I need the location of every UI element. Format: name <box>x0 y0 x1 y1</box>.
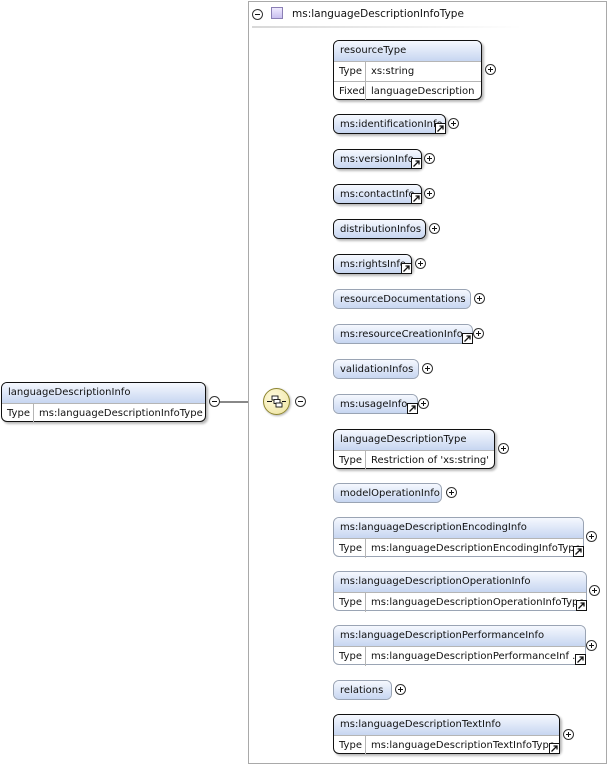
expand-icon[interactable] <box>422 363 433 374</box>
element-contact-info[interactable]: ms:contactInfo <box>333 184 422 204</box>
row-key: Type <box>334 451 366 470</box>
collapse-icon[interactable] <box>252 9 263 20</box>
row-value: ms:languageDescriptionTextInfoType <box>371 740 555 751</box>
element-name: relations <box>334 681 391 699</box>
element-usage-info[interactable]: ms:usageInfo <box>333 394 418 414</box>
row-key: Type <box>334 539 366 558</box>
type-row: Type Restriction of 'xs:string' <box>334 450 494 470</box>
element-language-description-performance-info[interactable]: ms:languageDescriptionPerformanceInfo Ty… <box>333 625 586 666</box>
element-validation-infos[interactable]: validationInfos <box>333 359 419 379</box>
row-key: Type <box>334 736 366 755</box>
row-value: ms:languageDescriptionOperationInfoType <box>371 597 585 608</box>
element-identification-info[interactable]: ms:identificationInfo <box>333 114 446 134</box>
element-name: ms:languageDescriptionOperationInfo <box>334 572 586 592</box>
expand-icon[interactable] <box>448 118 459 129</box>
reference-arrow-icon <box>407 403 418 414</box>
element-name: ms:contactInfo <box>334 185 421 203</box>
element-name: resourceDocumentations <box>334 290 470 308</box>
expand-icon[interactable] <box>415 258 426 269</box>
row-key: Type <box>334 62 366 81</box>
reference-arrow-icon <box>549 743 560 754</box>
header-divider <box>252 26 522 28</box>
expand-icon[interactable] <box>586 640 597 651</box>
element-name: ms:rightsInfo <box>334 255 411 273</box>
root-element-title: languageDescriptionInfo <box>2 383 205 403</box>
reference-arrow-icon <box>573 546 584 557</box>
element-resource-creation-info[interactable]: ms:resourceCreationInfo <box>333 324 473 344</box>
sequence-compositor-icon[interactable] <box>263 388 290 415</box>
element-name: validationInfos <box>334 360 418 378</box>
collapse-icon[interactable] <box>295 396 306 407</box>
reference-arrow-icon <box>435 123 446 134</box>
expand-icon[interactable] <box>473 328 484 339</box>
reference-arrow-icon <box>401 263 412 274</box>
type-row: Type ms:languageDescriptionTextInfoType <box>334 735 559 755</box>
row-value: xs:string <box>371 66 415 77</box>
type-row: Type ms:languageDescriptionOperationInfo… <box>334 592 586 612</box>
type-key: Type <box>2 404 34 423</box>
element-name: languageDescriptionType <box>334 430 494 450</box>
element-name: ms:resourceCreationInfo <box>334 325 472 343</box>
element-name: ms:versionInfo <box>334 150 421 168</box>
reference-arrow-icon <box>411 193 422 204</box>
reference-arrow-icon <box>462 333 473 344</box>
row-value: languageDescription <box>371 86 475 97</box>
collapse-icon[interactable] <box>209 396 220 407</box>
element-name: ms:identificationInfo <box>334 115 445 133</box>
reference-arrow-icon <box>411 158 422 169</box>
expand-icon[interactable] <box>563 729 574 740</box>
expand-icon[interactable] <box>446 487 457 498</box>
element-name: resourceType <box>334 41 481 61</box>
element-name: ms:languageDescriptionPerformanceInfo <box>334 626 585 646</box>
element-version-info[interactable]: ms:versionInfo <box>333 149 422 169</box>
row-value: Restriction of 'xs:string' <box>371 455 490 466</box>
expand-icon[interactable] <box>474 293 485 304</box>
element-resourcetype[interactable]: resourceType Type xs:string Fixed langua… <box>333 40 482 101</box>
row-key: Type <box>334 647 366 666</box>
element-language-description-encoding-info[interactable]: ms:languageDescriptionEncodingInfo Type … <box>333 517 584 558</box>
expand-icon[interactable] <box>424 188 435 199</box>
element-model-operation-info[interactable]: modelOperationInfo <box>333 483 442 503</box>
element-name: distributionInfos <box>334 220 425 238</box>
reference-arrow-icon <box>575 654 586 665</box>
complex-type-icon <box>271 7 283 19</box>
row-key: Type <box>334 593 366 612</box>
row-value: ms:languageDescriptionEncodingInfoType <box>371 543 581 554</box>
reference-arrow-icon <box>576 600 587 611</box>
type-title: ms:languageDescriptionInfoType <box>292 8 464 20</box>
expand-icon[interactable] <box>498 443 509 454</box>
expand-icon[interactable] <box>424 153 435 164</box>
element-name: ms:usageInfo <box>334 395 417 413</box>
element-language-description-type[interactable]: languageDescriptionType Type Restriction… <box>333 429 495 470</box>
expand-icon[interactable] <box>589 585 600 596</box>
row-key: Fixed <box>334 82 366 101</box>
expand-icon[interactable] <box>429 223 440 234</box>
expand-icon[interactable] <box>418 398 429 409</box>
type-value: ms:languageDescriptionInfoType <box>39 408 203 419</box>
element-distribution-infos[interactable]: distributionInfos <box>333 219 426 239</box>
element-rights-info[interactable]: ms:rightsInfo <box>333 254 412 274</box>
row-value: ms:languageDescriptionPerformanceInf ... <box>371 651 582 662</box>
element-name: ms:languageDescriptionTextInfo <box>334 715 559 735</box>
element-language-description-operation-info[interactable]: ms:languageDescriptionOperationInfo Type… <box>333 571 587 612</box>
type-row: Type ms:languageDescriptionPerformanceIn… <box>334 646 585 666</box>
type-row: Type xs:string <box>334 61 481 81</box>
expand-icon[interactable] <box>395 684 406 695</box>
root-type-row: Type ms:languageDescriptionInfoType <box>2 403 205 423</box>
element-name: ms:languageDescriptionEncodingInfo <box>334 518 583 538</box>
expand-icon[interactable] <box>485 64 496 75</box>
expand-icon[interactable] <box>586 531 597 542</box>
root-element-box[interactable]: languageDescriptionInfo Type ms:language… <box>1 382 206 423</box>
element-language-description-text-info[interactable]: ms:languageDescriptionTextInfo Type ms:l… <box>333 714 560 755</box>
fixed-row: Fixed languageDescription <box>334 81 481 101</box>
element-resource-documentations[interactable]: resourceDocumentations <box>333 289 471 309</box>
type-row: Type ms:languageDescriptionEncodingInfoT… <box>334 538 583 558</box>
element-name: modelOperationInfo <box>334 484 441 502</box>
element-relations[interactable]: relations <box>333 680 392 700</box>
